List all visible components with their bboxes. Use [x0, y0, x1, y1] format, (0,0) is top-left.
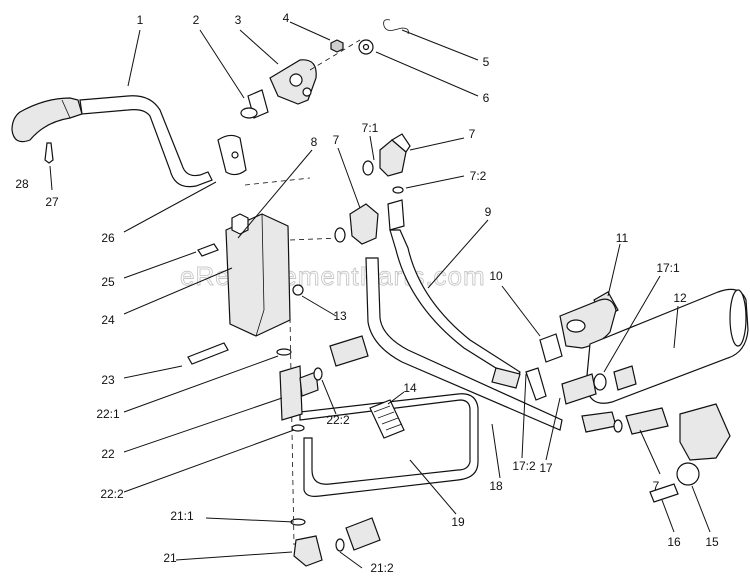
callout-label: 8 [311, 135, 318, 149]
callout-label: 9 [485, 205, 492, 219]
callout-label: 22:2 [100, 487, 124, 501]
callout-label: 7 [653, 479, 660, 493]
callout-label: 13 [333, 309, 347, 323]
callout-label: 24 [101, 313, 115, 327]
cylinder-assembly [525, 288, 749, 503]
handle-assembly [11, 95, 213, 188]
callout-label: 21 [163, 551, 177, 565]
callout-label: 7 [469, 127, 476, 141]
watermark: eReplacementParts.com [180, 261, 486, 291]
callout-label: 7:1 [362, 121, 379, 135]
callout-label: 22:1 [96, 407, 120, 421]
callout-label: 21:1 [170, 509, 194, 523]
callout-labels: 1 2 3 4 5 6 7:1 7 7 8 7:2 9 10 11 17:1 1… [15, 11, 719, 575]
callout-label: 18 [489, 479, 503, 493]
callout-label: 3 [235, 13, 242, 27]
callout-label: 25 [101, 275, 115, 289]
callout-label: 7:2 [470, 169, 487, 183]
callout-label: 26 [101, 231, 115, 245]
callout-label: 23 [101, 373, 115, 387]
callout-label: 19 [451, 515, 465, 529]
callout-label: 10 [489, 269, 503, 283]
callout-label: 2 [193, 13, 200, 27]
tee-and-adapters [276, 335, 405, 439]
callout-label: 28 [15, 177, 29, 191]
callout-label: 22 [101, 447, 115, 461]
upper-fittings [334, 133, 411, 245]
callout-label: 22:2 [326, 413, 350, 427]
callout-label: 15 [705, 535, 719, 549]
callout-label: 6 [483, 91, 490, 105]
callout-label: 17 [539, 461, 553, 475]
leader-lines [49, 21, 711, 569]
callout-label: 5 [483, 55, 490, 69]
callout-label: 17:2 [512, 459, 536, 473]
valve-block-assembly [187, 134, 341, 546]
callout-label: 12 [673, 291, 687, 305]
callout-label: 17:1 [656, 261, 680, 275]
callout-label: 27 [45, 195, 59, 209]
callout-label: 1 [137, 13, 144, 27]
callout-label: 7 [333, 133, 340, 147]
pivot-arm-assembly [240, 19, 409, 119]
lower-elbow [290, 517, 381, 567]
callout-label: 16 [667, 535, 681, 549]
callout-label: 21:2 [370, 561, 394, 575]
callout-label: 11 [616, 231, 629, 245]
callout-label: 14 [403, 381, 417, 395]
callout-label: 4 [283, 11, 290, 25]
hoses [299, 229, 617, 497]
